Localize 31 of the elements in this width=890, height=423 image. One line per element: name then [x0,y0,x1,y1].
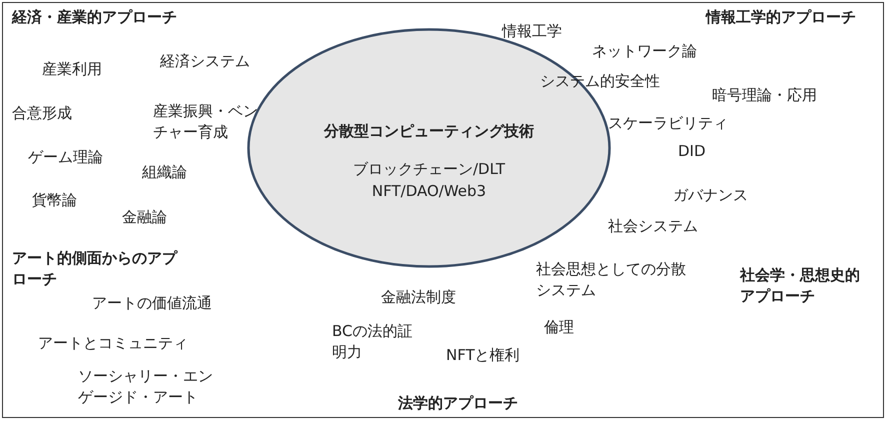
topic-label: 産業振興・ベンチャー育成 [153,101,259,143]
node-text: ブロックチェーン/DLT [352,159,506,180]
topic-label: NFTと権利 [446,345,520,366]
approach-heading: アート的側面からのアプローチ [12,248,179,290]
node-title: 分散型コンピューティング技術 [322,121,535,142]
topic-label: スケーラビリティ [608,113,728,134]
topic-label: 暗号理論・応用 [712,85,817,106]
topic-label: ソーシャリー・エンゲージド・アート [78,366,214,408]
topic-label: 合意形成 [12,103,72,124]
topic-label: 経済システム [160,51,250,72]
topic-label: ガバナンス [673,185,748,206]
topic-label: アートの価値流通 [92,293,212,314]
topic-label: 社会システム [608,216,698,237]
topic-label: 産業利用 [42,59,102,80]
approach-heading: 社会学・思想史的アプローチ [740,265,861,307]
topic-label: 組織論 [142,162,187,183]
topic-label: 情報工学 [502,21,562,42]
approach-heading: 法学的アプローチ [398,393,518,414]
topic-label: DID [678,141,706,162]
topic-label: 貨幣論 [32,190,77,211]
node-text: NFT/DAO/Web3 [370,181,488,202]
topic-label: アートとコミュニティ [38,333,188,354]
topic-label: 金融法制度 [381,287,456,308]
topic-label: 倫理 [544,317,574,338]
topic-label: ゲーム理論 [28,147,103,168]
topic-label: BCの法的証明力 [332,321,414,363]
topic-label: ネットワーク論 [592,41,697,62]
topic-label: 金融論 [122,207,167,228]
approach-heading: 経済・産業的アプローチ [12,7,177,28]
approach-heading: 情報工学的アプローチ [706,7,856,28]
topic-label: 社会思想としての分散システム [536,259,687,301]
